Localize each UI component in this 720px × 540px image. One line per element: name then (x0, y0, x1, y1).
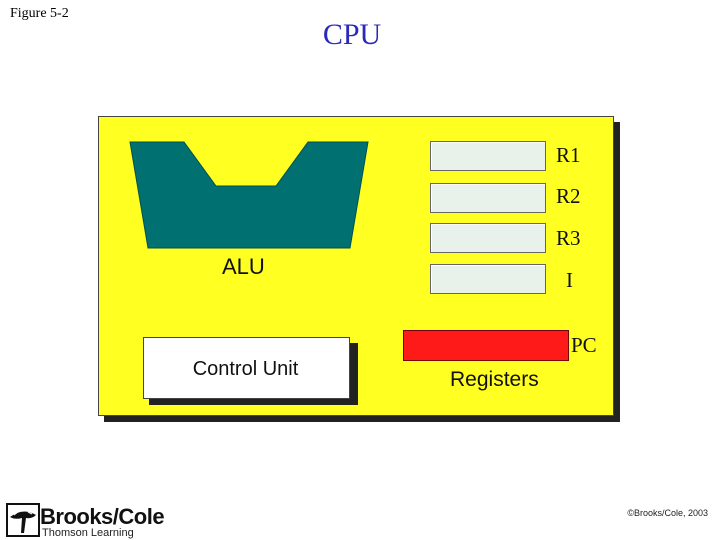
alu-shape (129, 141, 369, 249)
title-text: CPU (322, 18, 382, 51)
alu-polygon (129, 141, 369, 249)
register-r2-label: R2 (556, 184, 581, 208)
register-r3-box (430, 223, 546, 253)
alu-label: ALU (222, 254, 265, 279)
register-i-label: I (566, 268, 573, 292)
register-i-box (430, 264, 546, 294)
copyright-text: ©Brooks/Cole, 2003 (627, 508, 708, 518)
publisher-logo: Brooks/Cole Thomson Learning (6, 503, 176, 539)
pc-label: PC (571, 333, 597, 357)
figure-label: Figure 5-2 (10, 6, 69, 21)
register-r3-label: R3 (556, 226, 581, 250)
control-unit-box (143, 337, 350, 399)
register-r1-box (430, 141, 546, 171)
page-title: CPU (0, 18, 720, 52)
tree-logo-icon (6, 503, 40, 537)
register-r1-label: R1 (556, 143, 581, 167)
register-r2-box (430, 183, 546, 213)
control-unit-label: Control Unit (192, 358, 299, 380)
logo-subtext: Thomson Learning (42, 527, 134, 539)
registers-label: Registers (450, 368, 539, 391)
logo-text: Brooks/Cole (40, 504, 165, 529)
pc-register-box (403, 330, 569, 361)
